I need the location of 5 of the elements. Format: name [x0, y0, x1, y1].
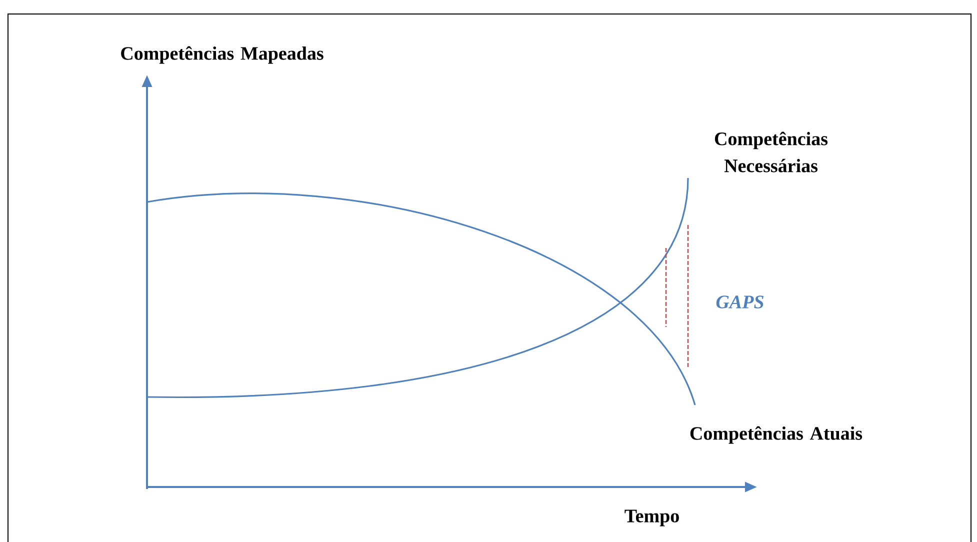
- curve-label: Competências Atuais: [690, 426, 862, 444]
- curve-label: Competências Necessárias: [714, 132, 828, 172]
- gap-label: GAPS: [716, 296, 764, 308]
- axis-label: Competências Mapeadas: [121, 46, 324, 64]
- axis-label: Tempo: [624, 510, 679, 526]
